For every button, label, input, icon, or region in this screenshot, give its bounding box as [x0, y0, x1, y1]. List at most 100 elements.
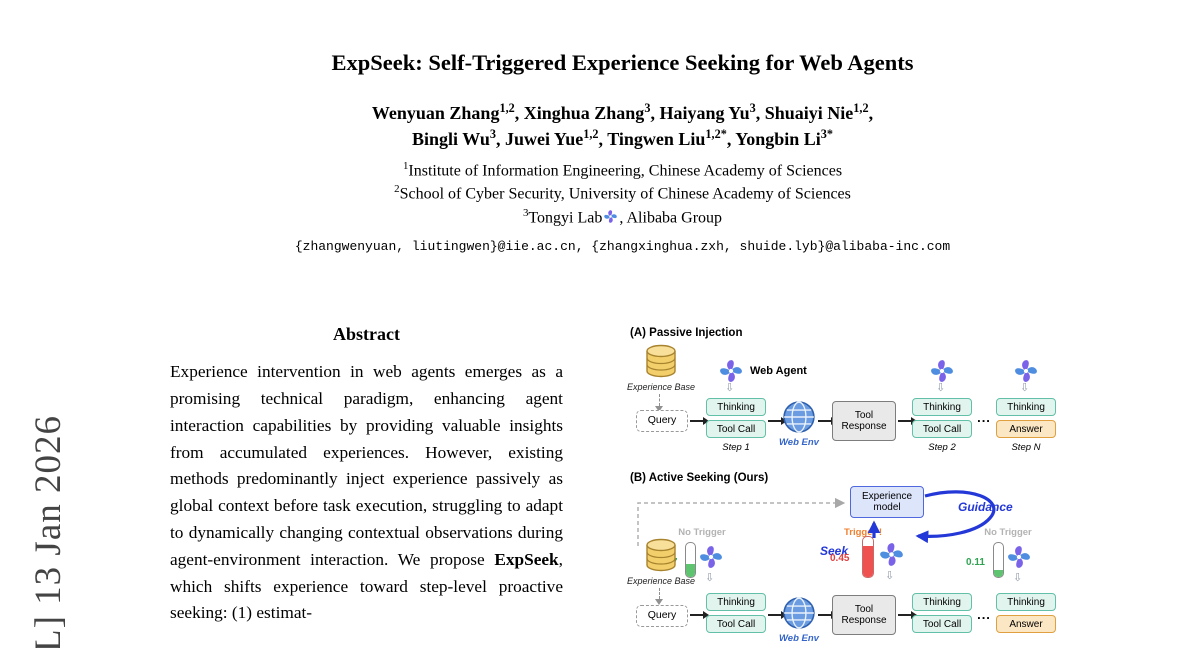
email-line: {zhangwenyuan, liutingwen}@iie.ac.cn, {z…: [294, 239, 951, 255]
author-separator: ,: [755, 103, 765, 123]
affiliations-block: 1Institute of Information Engineering, C…: [170, 159, 1075, 230]
author-superscript: 3: [644, 101, 651, 115]
trigger-score-bar: [862, 536, 874, 579]
down-arrow-icon: ⇩: [1020, 381, 1030, 395]
two-column-body: Abstract Experience intervention in web …: [170, 324, 1075, 644]
flow-arrow: [818, 611, 837, 618]
step-label: Step 2: [928, 442, 956, 454]
trigger-score-bar: [993, 542, 1004, 579]
author-name: Yongbin Li: [735, 128, 821, 149]
abstract-text: Experience intervention in web agents em…: [170, 359, 563, 627]
author-name: Shuaiyi Nie: [764, 103, 854, 123]
web-agent-icon: [1006, 544, 1032, 571]
trigger-score: 0.11: [966, 557, 985, 569]
flow-arrow: [690, 611, 709, 618]
author: Juwei Yue1,2,: [505, 126, 607, 149]
affiliation-1: 1Institute of Information Engineering, C…: [170, 159, 1075, 183]
trigger-score: 0.45: [830, 553, 850, 565]
ellipsis: ...: [977, 607, 991, 623]
dashed-down-arrow: [655, 394, 664, 413]
down-arrow-icon: ⇩: [705, 571, 715, 585]
down-arrow-icon: ⇩: [1013, 571, 1023, 585]
affiliation-superscript: 2: [394, 183, 400, 196]
thinking-box: Thinking: [706, 593, 766, 612]
flow-arrow: [690, 417, 709, 424]
left-column: Abstract Experience intervention in web …: [170, 324, 563, 644]
affiliation-3: 3Tongyi Lab, Alibaba Group: [170, 206, 1075, 230]
author: Haiyang Yu3,: [659, 101, 765, 123]
affiliation-superscript: 1: [402, 159, 409, 172]
web-agent-icon: [698, 544, 724, 571]
paper-content: ExpSeek: Self-Triggered Experience Seeki…: [170, 0, 1075, 644]
tool-call-box: Tool Call: [706, 420, 766, 439]
abstract-paragraph-part: Experience intervention in web agents em…: [170, 362, 563, 569]
thinking-box: Thinking: [912, 398, 972, 417]
web-agent-icon: [878, 541, 905, 569]
seek-label: Seek: [820, 544, 849, 559]
author: Tingwen Liu1,2*,: [607, 126, 736, 149]
no-trigger-label: No Trigger: [678, 527, 726, 539]
experience-base-label: Experience Base: [626, 382, 696, 393]
panel-a-label: (A) Passive Injection: [630, 327, 743, 340]
experience-base-icon: [646, 539, 676, 572]
author-separator: ,: [726, 128, 736, 149]
experience-base-label: Experience Base: [626, 576, 696, 587]
affiliation-text: School of Cyber Security, University of …: [399, 185, 851, 203]
step-label: Step 1: [722, 442, 750, 454]
tool-call-box: Tool Call: [912, 420, 972, 439]
dashed-down-arrow: [655, 588, 664, 606]
author: Yongbin Li3*: [735, 126, 833, 149]
author: Bingli Wu3,: [412, 126, 505, 149]
query-box: Query: [636, 605, 688, 628]
step-label: Step N: [1011, 442, 1041, 454]
thinking-box: Thinking: [706, 398, 766, 417]
down-arrow-icon: ⇩: [725, 381, 735, 395]
author-separator: ,: [514, 103, 524, 123]
web-env-label: Web Env: [779, 633, 819, 645]
author: Shuaiyi Nie1,2,: [764, 101, 874, 123]
web-agent-label: Web Agent: [750, 365, 807, 378]
abstract-paragraph-part: , which shifts experience toward step-le…: [170, 549, 563, 623]
author-superscript: 1,2: [583, 126, 599, 141]
authors-block: Wenyuan Zhang1,2, Xinghua Zhang3, Haiyan…: [170, 100, 1075, 152]
web-env-icon: [783, 597, 815, 629]
figure-1: (A) Passive Injection Experience Base Qu…: [627, 324, 1073, 645]
tongyi-lab-icon: [603, 208, 619, 225]
no-trigger-label: No Trigger: [984, 527, 1032, 539]
tool-response-box: Tool Response: [832, 401, 896, 442]
paper-title: ExpSeek: Self-Triggered Experience Seeki…: [331, 50, 914, 75]
author-separator: ,: [650, 103, 660, 123]
author: Xinghua Zhang3,: [523, 101, 660, 123]
authors-line-2: Bingli Wu3, Juwei Yue1,2, Tingwen Liu1,2…: [170, 126, 1075, 152]
web-env-label: Web Env: [779, 437, 819, 449]
author-separator: ,: [868, 103, 874, 123]
thinking-box: Thinking: [912, 593, 972, 612]
web-env-icon: [783, 401, 815, 433]
flow-arrow: [898, 611, 917, 618]
method-name: ExpSeek: [494, 549, 559, 569]
tool-response-box: Tool Response: [832, 595, 896, 636]
author-superscript: 3*: [820, 126, 833, 141]
tool-call-box: Tool Call: [912, 615, 972, 634]
trigger-score-bar: [685, 542, 696, 579]
answer-box: Answer: [996, 615, 1056, 634]
affiliation-text: Tongyi Lab: [528, 209, 603, 227]
trigger-label: Trigger !: [844, 527, 883, 539]
affiliation-superscript: 3: [522, 206, 529, 219]
author-name: Bingli Wu: [412, 128, 490, 149]
down-arrow-icon: ⇩: [885, 569, 895, 583]
affiliation-text: Institute of Information Engineering, Ch…: [408, 161, 843, 179]
query-box: Query: [636, 410, 688, 433]
panel-b-label: (B) Active Seeking (Ours): [630, 472, 769, 485]
answer-box: Answer: [996, 420, 1056, 439]
author-name: Haiyang Yu: [659, 103, 750, 123]
thinking-box: Thinking: [996, 398, 1056, 417]
flow-arrow: [818, 417, 837, 424]
experience-model-box: Experience model: [850, 486, 924, 519]
author-superscript: 3: [489, 126, 497, 141]
author-superscript: 3: [749, 101, 756, 115]
author: Wenyuan Zhang1,2,: [372, 101, 524, 123]
author-name: Xinghua Zhang: [523, 103, 645, 123]
author-superscript: 1,2*: [705, 126, 727, 141]
